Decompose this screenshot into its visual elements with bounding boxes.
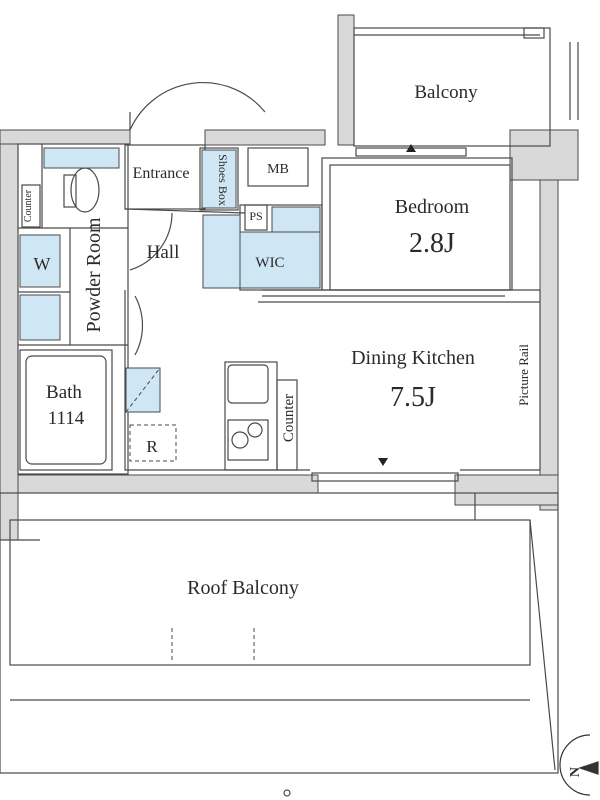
counter-label: Counter xyxy=(281,394,297,442)
compass-icon xyxy=(559,734,599,796)
window-arrows xyxy=(378,144,416,466)
entrance-label: Entrance xyxy=(133,165,190,182)
ps-label: PS xyxy=(249,209,262,223)
roof-balcony-label: Roof Balcony xyxy=(187,577,299,599)
balcony-label: Balcony xyxy=(414,82,478,103)
upper-balcony xyxy=(353,27,579,147)
powder-room-label: Powder Room xyxy=(83,217,105,332)
refrigerator-label: R xyxy=(146,437,158,456)
bath-size: 1114 xyxy=(48,408,85,429)
wic-label: WIC xyxy=(255,255,284,271)
counter-small-label: Counter xyxy=(23,189,34,222)
bedroom-size: 2.8J xyxy=(409,228,455,259)
bedroom-label: Bedroom xyxy=(395,196,470,218)
walls xyxy=(0,14,579,541)
mb-label: MB xyxy=(267,162,289,177)
dk-size: 7.5J xyxy=(390,382,436,413)
partitions xyxy=(17,82,541,482)
wet-areas xyxy=(19,147,321,413)
picture-rail-label: Picture Rail xyxy=(516,344,531,406)
hall-label: Hall xyxy=(147,242,180,263)
dining-kitchen-label: Dining Kitchen xyxy=(351,347,475,369)
north-label: N xyxy=(568,767,583,777)
bath-label: Bath xyxy=(46,382,82,403)
roof-balcony xyxy=(0,492,559,797)
shoes-box-label: Shoes Box xyxy=(216,154,230,206)
washer-label: W xyxy=(34,254,51,274)
dashed-markers xyxy=(125,367,255,660)
